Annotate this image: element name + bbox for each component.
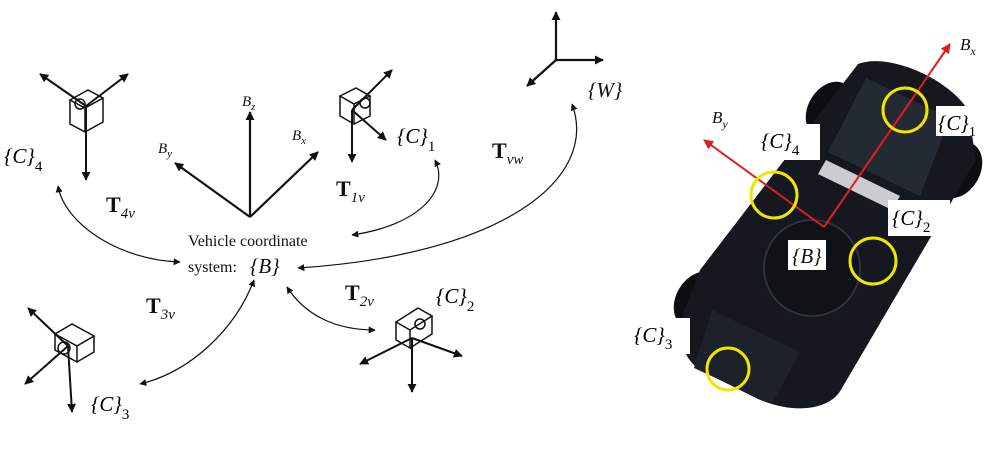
vehicle-label-line2: system: — [188, 259, 237, 276]
camera-4-icon — [39, 73, 129, 181]
camera-3-icon — [24, 307, 96, 413]
body-axis-x — [249, 151, 319, 218]
transform-arc-vw — [297, 103, 578, 272]
transform-label-2v: T2v — [345, 280, 374, 310]
photo-camera-3-label: {C}3 — [634, 323, 672, 353]
body-axis-y-label: By — [158, 141, 172, 160]
photo-body-label-box: {B} — [788, 240, 826, 270]
transform-label-4v: T4v — [106, 192, 135, 222]
photo-camera-2-marker — [848, 236, 898, 286]
camera-1-label: {C}1 — [397, 124, 435, 155]
transform-arc-3v — [139, 279, 256, 386]
body-axis-x-label: Bx — [292, 128, 306, 147]
camera-3-label: {C}3 — [91, 392, 129, 423]
photo-axis-y — [703, 139, 825, 228]
transform-label-3v: T3v — [146, 293, 175, 323]
photo-camera-2-label: {C}2 — [892, 206, 930, 236]
photo-camera-3-label-box: {C}3 — [630, 318, 690, 354]
photo-axis-x-label: Bx — [960, 35, 976, 58]
transform-label-1v: T1v — [336, 176, 365, 206]
photo-camera-2-label-box: {C}2 — [888, 200, 950, 236]
photo-camera-4-marker — [749, 170, 799, 220]
transform-label-vw: Tvw — [492, 138, 523, 168]
photo-body-label: {B} — [792, 244, 822, 268]
photo-camera-3-marker — [705, 346, 751, 392]
camera-4-label: {C}4 — [4, 144, 43, 175]
vehicle-label-line1: Vehicle coordinate — [188, 233, 308, 250]
transform-arc-4v — [55, 185, 181, 266]
camera-2-label: {C}2 — [436, 284, 474, 315]
photo-camera-1-label: {C}1 — [938, 111, 976, 140]
camera-2-icon — [359, 307, 463, 393]
vehicle-connector — [818, 160, 900, 210]
photo-camera-4-label: {C}4 — [761, 129, 800, 159]
world-axis-diag — [526, 59, 557, 87]
vehicle-coordinate-label: Vehicle coordinate system: {B} — [188, 233, 308, 278]
world-frame: {W} — [526, 11, 623, 102]
photo-axis-x — [823, 43, 951, 228]
world-frame-label: {W} — [588, 78, 623, 102]
vehicle-label-symbol: {B} — [250, 254, 280, 278]
photo-camera-1-marker — [881, 86, 929, 134]
photo-axis-y-label: By — [712, 108, 728, 131]
photo-camera-4-label-box: {C}4 — [758, 124, 820, 160]
transform-arc-2v — [286, 286, 376, 334]
body-frame-axes: Bz By Bx — [158, 94, 319, 218]
photo-camera-1-label-box: {C}1 — [936, 106, 988, 140]
vehicle-board-top — [828, 78, 950, 196]
body-axis-z-label: Bz — [242, 94, 256, 113]
body-axis-y — [174, 162, 251, 218]
transform-arc-1v — [351, 159, 441, 238]
camera-1-icon — [338, 69, 393, 163]
